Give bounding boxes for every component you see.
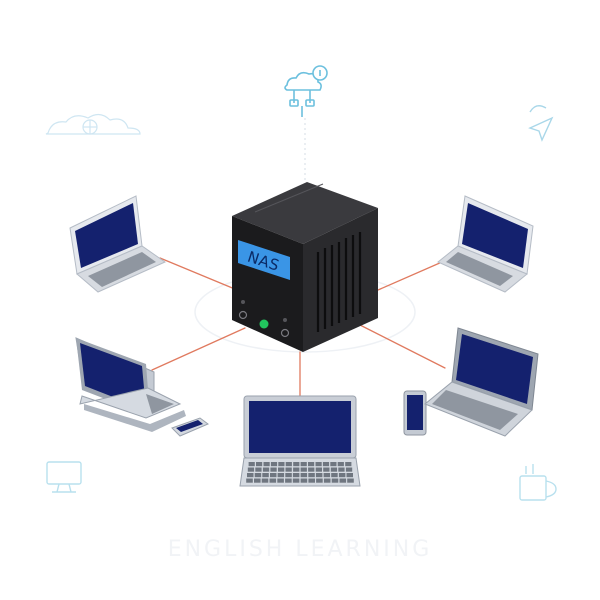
connection-right <box>359 324 446 369</box>
keyboard-key <box>256 462 263 467</box>
keyboard-key <box>269 478 277 483</box>
keyboard-key <box>345 462 352 467</box>
watermark: ENGLISH LEARNING <box>168 537 433 562</box>
mug-icon <box>519 464 557 501</box>
keyboard-key <box>323 467 330 472</box>
cloud-sync-icon <box>284 65 328 117</box>
nas-vent-grille <box>316 232 362 332</box>
keyboard-key <box>300 462 307 467</box>
keyboard-key <box>308 478 315 483</box>
keyboard-key <box>330 462 337 467</box>
keyboard-key <box>315 462 322 467</box>
laptop-screen <box>456 334 533 404</box>
connection-upper-left <box>159 257 243 293</box>
keyboard-key <box>262 467 270 472</box>
keyboard-key <box>247 467 255 472</box>
keyboard-key <box>331 478 339 483</box>
keyboard-key <box>315 467 322 472</box>
keyboard-key <box>292 478 300 483</box>
nas-power-button <box>238 310 248 320</box>
keyboard-key <box>347 478 354 483</box>
laptop-left <box>75 337 186 432</box>
nas-reset-button <box>280 328 290 338</box>
laptop-right <box>424 327 539 437</box>
keyboard-key <box>285 462 292 467</box>
laptop-bottom-center <box>239 395 361 487</box>
monitor-icon <box>46 461 82 493</box>
keyboard-key <box>261 478 269 483</box>
nas-display <box>238 240 290 280</box>
keyboard-key <box>323 473 331 478</box>
connection-lines <box>151 257 446 397</box>
keyboard-key <box>292 473 300 478</box>
keyboard-key <box>270 467 277 472</box>
keyboard-key <box>254 478 261 483</box>
keyboard-key <box>315 473 323 478</box>
keyboard-keys <box>246 462 354 483</box>
laptop-screen <box>462 203 528 268</box>
laptop-upper-right <box>437 195 534 293</box>
keyboard-key <box>300 473 308 478</box>
keyboard-key <box>316 478 323 483</box>
smartphone-screen <box>176 420 203 432</box>
keyboard-key <box>278 462 285 467</box>
keyboard-key <box>254 473 262 478</box>
nas-server: NAS <box>232 182 378 352</box>
keyboard-key <box>277 478 284 483</box>
keyboard-key <box>285 473 292 478</box>
keyboard-key <box>300 478 308 483</box>
keyboard-key <box>247 473 254 478</box>
keyboard-key <box>277 473 285 478</box>
keyboard-key <box>246 478 253 483</box>
smartphone-right <box>403 390 427 436</box>
keyboard-key <box>308 473 315 478</box>
keyboard-key <box>278 467 285 472</box>
connection-upper-right <box>377 261 443 291</box>
keyboard-key <box>255 467 262 472</box>
keyboard-key <box>262 473 269 478</box>
smartphone-screen <box>407 395 423 430</box>
cursor-icon <box>528 105 554 142</box>
nas-top-face <box>232 182 378 244</box>
keyboard-key <box>338 473 346 478</box>
keyboard-key <box>339 478 347 483</box>
keyboard-key <box>346 473 353 478</box>
keyboard-key <box>338 467 345 472</box>
laptop-upper-left <box>69 195 167 293</box>
keyboard-key <box>330 467 338 472</box>
laptop-screen <box>249 401 351 453</box>
keyboard-key <box>270 462 278 467</box>
keyboard-key <box>337 462 344 467</box>
connection-left <box>151 327 246 371</box>
keyboard-key <box>308 467 315 472</box>
keyboard-key <box>331 473 338 478</box>
keyboard-key <box>345 467 353 472</box>
keyboard-key <box>308 462 315 467</box>
keyboard-key <box>323 478 331 483</box>
keyboard-key <box>293 462 300 467</box>
keyboard-key <box>285 478 292 483</box>
keyboard-key <box>270 473 277 478</box>
keyboard-key <box>293 467 300 472</box>
cloud-network-icon <box>45 113 141 135</box>
smartphone-left <box>171 417 209 437</box>
keyboard-key <box>300 467 307 472</box>
keyboard-key <box>263 462 270 467</box>
keyboard-key <box>248 462 255 467</box>
keyboard-key <box>285 467 292 472</box>
laptop-screen <box>75 203 138 268</box>
keyboard-key <box>322 462 330 467</box>
nas-status-led <box>259 319 269 329</box>
